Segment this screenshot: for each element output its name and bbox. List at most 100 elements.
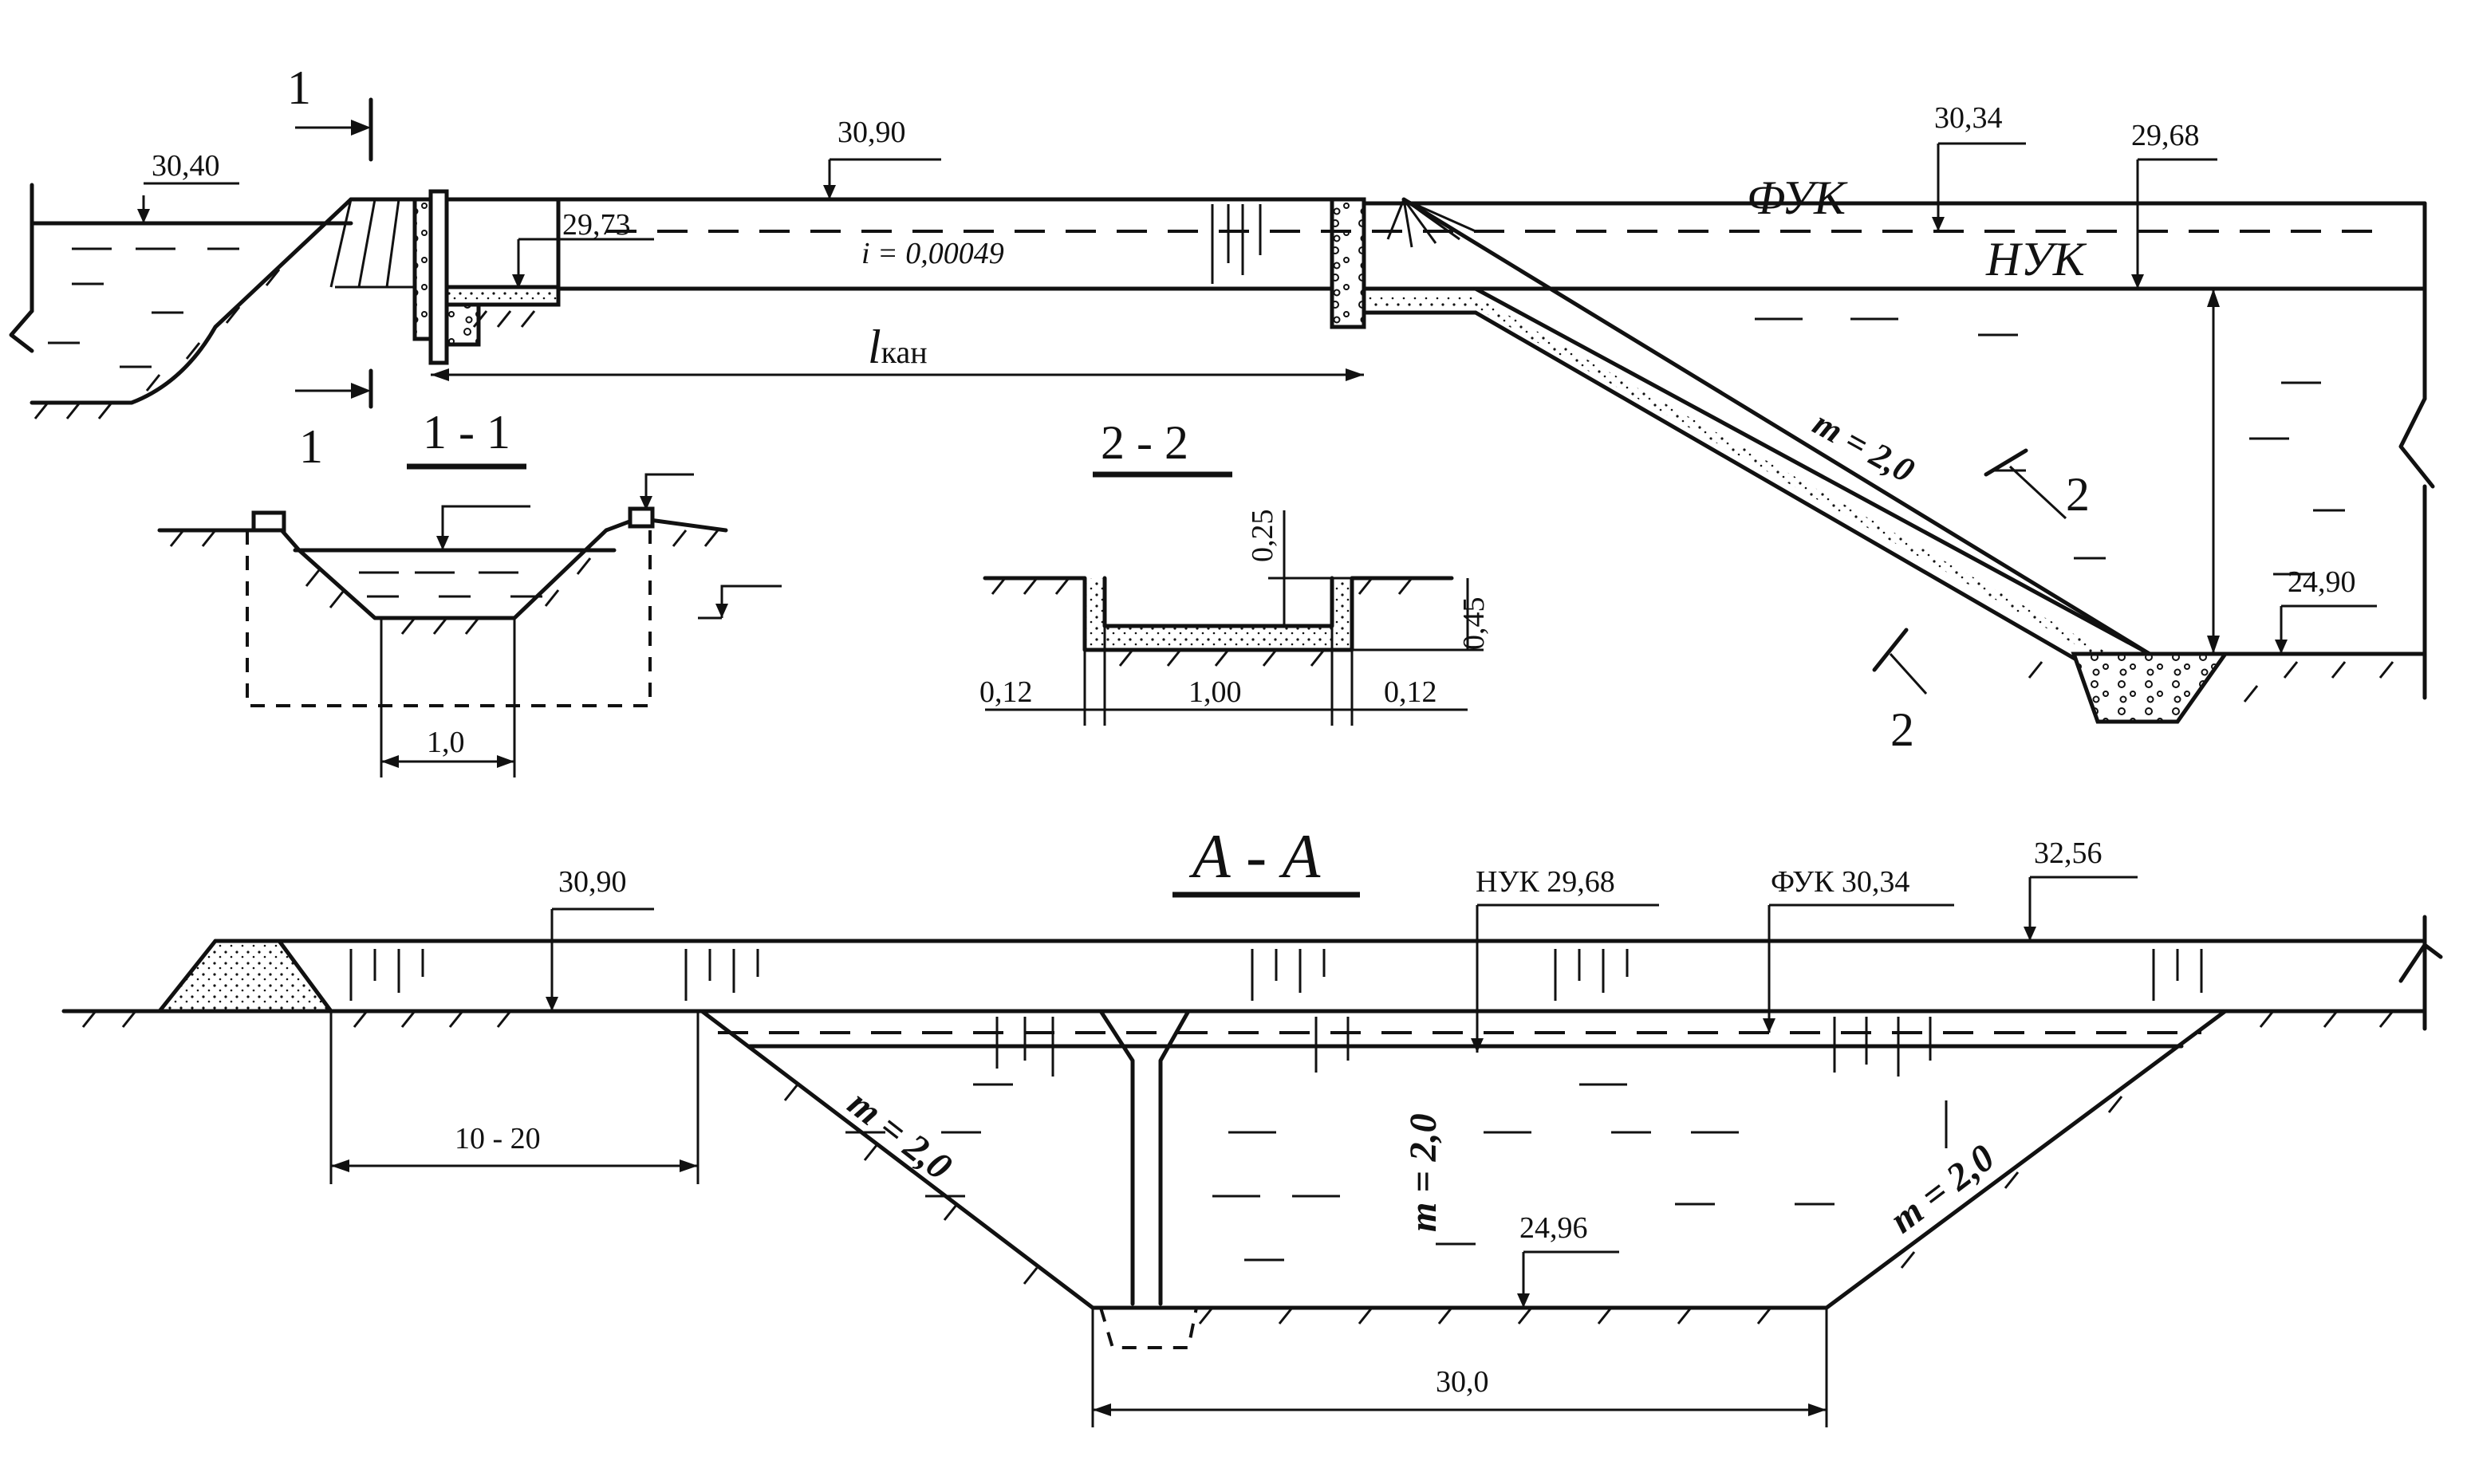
section-1-1-excavation — [246, 530, 652, 707]
section-1-1-elev-mark-bottom — [720, 585, 782, 618]
aa-elev-bank: 30,90 — [546, 865, 654, 1011]
aa-slope-left: m = 2,0 — [840, 1082, 960, 1188]
section-2-2-hatching — [991, 577, 1413, 667]
cut-mark-1-top: 1 — [287, 61, 373, 162]
section-a-a: А - А — [61, 821, 2443, 1427]
aa-berm-arrow-r — [680, 1159, 698, 1172]
aa-elev-top: 32,56 — [2024, 836, 2138, 941]
aa-elev-bank-text: 30,90 — [558, 865, 627, 899]
section-1-1-dim-arrow-r — [497, 755, 514, 768]
right-break-symbol — [2398, 396, 2435, 489]
aa-bottom-arrow-r — [1808, 1403, 1827, 1416]
cut-mark-1-top-text: 1 — [287, 61, 311, 114]
aa-slope-mid: m = 2,0 — [1402, 1113, 1444, 1232]
aa-reservoir-profile — [700, 1009, 2228, 1310]
length-arrow-left — [431, 368, 449, 381]
chute-upper-line — [1401, 197, 2152, 656]
aa-bottom-width-text: 30,0 — [1436, 1365, 1489, 1399]
intake-foot-fill — [447, 305, 479, 344]
elev-left-water-text: 30,40 — [152, 149, 220, 183]
right-water-ticks — [1755, 317, 2345, 576]
elev-bank-text: 30,90 — [837, 116, 906, 149]
section-1-1-elev-arrow-right — [640, 496, 652, 510]
aa-grass-marks — [349, 949, 2203, 1148]
section-2-2-width-text: 1,00 — [1188, 675, 1242, 709]
cut-mark-2-top: 2 — [1984, 448, 2090, 521]
aa-inlet-foundation — [1099, 1307, 1198, 1349]
section-2-2-freeboard-text: 0,25 — [1246, 510, 1279, 563]
nuk-label: НУК — [1985, 233, 2087, 285]
section-a-a-title: А - А — [1188, 821, 1321, 891]
left-dam-slope — [30, 197, 353, 405]
section-1-1-elev-arrow — [436, 536, 449, 550]
section-2-2: 2 - 2 0,25 0,45 0,12 1,00 0,12 — [979, 416, 1491, 726]
aa-elev-bottom: 24,96 — [1517, 1211, 1619, 1308]
aa-inlet-right — [1158, 1009, 1191, 1306]
slope-label: i = 0,00049 — [861, 237, 1004, 270]
section-2-2-depth-text: 0,45 — [1457, 597, 1491, 651]
section-1-1-width-text: 1,0 — [427, 726, 465, 759]
stilling-basin-fill — [2074, 654, 2225, 722]
aa-berm-arrow-l — [331, 1159, 349, 1172]
elev-mark-left-water: 30,40 — [137, 149, 239, 223]
aa-elev-bottom-text: 24,96 — [1519, 1211, 1588, 1245]
channel-grass-marks-1 — [1211, 204, 1262, 284]
section-1-1-elev-arrow-bottom — [715, 604, 728, 618]
elev-nuk-text: 29,68 — [2131, 119, 2200, 152]
elev-channel-bottom-text: 29,73 — [562, 208, 631, 242]
section-1-1-title: 1 - 1 — [423, 406, 510, 459]
right-ground-hatching — [2028, 661, 2394, 703]
length-arrow-right — [1346, 368, 1364, 381]
elev-mark-bottom-right: 24,90 — [2275, 565, 2377, 654]
aa-fuk-text: ФУК 30,34 — [1771, 865, 1909, 899]
depth-arrow-top — [2207, 289, 2220, 307]
cut-mark-2-bottom-text: 2 — [1890, 703, 1914, 756]
elev-mark-fuk: 30,34 — [1932, 101, 2026, 231]
elev-fuk-text: 30,34 — [1934, 101, 2003, 135]
intake-hatching — [472, 310, 536, 328]
cut-mark-1-bottom: 1 — [295, 368, 373, 473]
section-1-1: 1 - 1 1,0 — [157, 406, 782, 777]
chute-inlet-fan — [1386, 198, 1476, 248]
left-break-symbol — [9, 309, 34, 353]
section-1-1-dim-arrow-l — [381, 755, 399, 768]
aa-elev-fuk: ФУК 30,34 — [1763, 865, 1954, 1033]
section-2-2-lining-fill — [1085, 578, 1352, 650]
section-1-1-water-ticks — [359, 571, 542, 598]
left-ground-hatching — [33, 269, 281, 419]
elev-mark-nuk: 29,68 — [2131, 119, 2217, 289]
intake-gate — [428, 189, 449, 365]
cut-mark-2-top-text: 2 — [2066, 468, 2090, 521]
section-2-2-wall-left-text: 0,12 — [979, 675, 1033, 709]
aa-nuk-text: НУК 29,68 — [1476, 865, 1615, 899]
elev-mark-bank: 30,90 — [823, 116, 941, 199]
elev-bottom-right-text: 24,90 — [2288, 565, 2356, 599]
aa-elev-nuk: НУК 29,68 — [1471, 865, 1659, 1053]
length-label: lкан — [868, 321, 928, 373]
section-2-2-wall-right-text: 0,12 — [1384, 675, 1437, 709]
aa-elev-top-text: 32,56 — [2034, 836, 2103, 870]
channel-end-fill — [1332, 199, 1364, 327]
cut-mark-1-bottom-text: 1 — [299, 420, 323, 473]
intake-floor-fill — [447, 287, 558, 305]
elev-mark-channel-bottom: 29,73 — [512, 208, 654, 289]
aa-bottom-arrow-l — [1093, 1403, 1111, 1416]
aa-hatching — [81, 1010, 2394, 1325]
section-2-2-title: 2 - 2 — [1101, 416, 1188, 469]
aa-berm-text: 10 - 20 — [455, 1122, 541, 1155]
fuk-label: ФУК — [1747, 171, 1848, 224]
aa-water-ticks — [845, 1083, 1835, 1262]
aa-inlet-left — [1098, 1009, 1135, 1306]
aa-break-symbol — [2398, 943, 2443, 983]
cut-mark-2-bottom: 2 — [1872, 628, 1928, 756]
section-1-1-elev-mark-right — [644, 473, 694, 510]
depth-arrow-bottom — [2207, 636, 2220, 654]
section-1-1-hatching — [169, 529, 719, 635]
left-water-ticks — [48, 247, 239, 368]
section-2-2-inner — [1102, 576, 1334, 628]
section-1-1-berm-right — [628, 506, 655, 529]
section-1-1-elev-mark — [441, 505, 530, 550]
section-1-1-berm-left — [251, 510, 286, 533]
